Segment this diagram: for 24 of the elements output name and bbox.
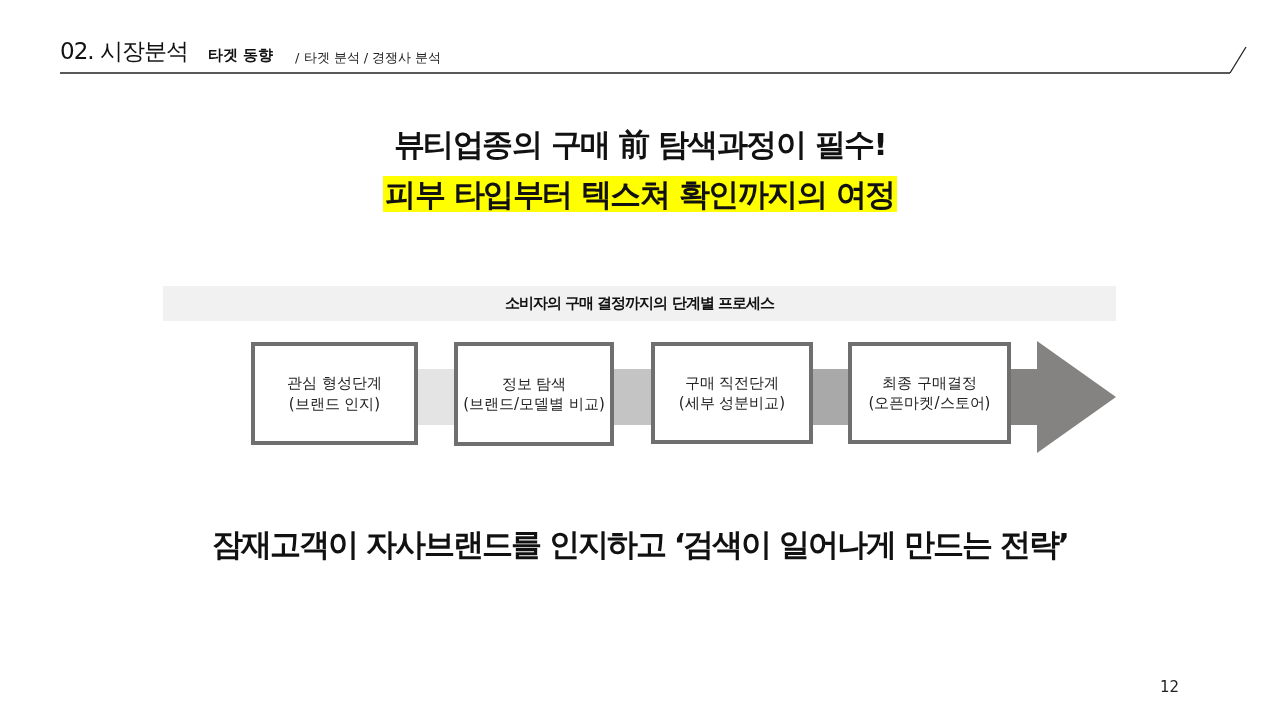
stage-box: [251, 342, 418, 445]
connector-bar: [614, 369, 651, 425]
band-title: 소비자의 구매 결정까지의 단계별 프로세스: [505, 294, 774, 313]
connector-bar: [813, 369, 848, 425]
main-heading: 뷰티업종의 구매 前 탐색과정이 필수!: [392, 125, 888, 164]
stage-name: 관심 형성단계: [287, 373, 382, 394]
section-heading: 02. 시장분석: [60, 37, 188, 66]
stage-detail: (브랜드/모델별 비교): [463, 394, 605, 415]
page-number: 12: [1160, 678, 1180, 696]
stage-box: [848, 342, 1011, 444]
stage-detail: (브랜드 인지): [288, 393, 381, 414]
stage-name: 구매 직전단계: [684, 372, 780, 393]
stage-detail: (세부 성분비교): [678, 393, 786, 414]
stage-name: 정보 탐색: [501, 373, 567, 394]
stage-box: [454, 342, 614, 446]
breadcrumb-text: / 타겟 분석 / 경쟁사 분석: [295, 49, 442, 67]
stage-name: 최종 구매결정: [882, 372, 977, 393]
process-arrow: [1011, 341, 1116, 453]
stage-box: [651, 342, 813, 444]
connector-bar: [418, 369, 454, 425]
stage-detail: (오픈마켓/스토어): [868, 393, 991, 414]
highlighted-subtitle: 피부 타입부터 텍스쳐 확인까지의 여정: [383, 176, 897, 212]
section-subheading: 타겟 동향: [208, 46, 274, 65]
strategy-statement: 잠재고객이 자사브랜드를 인지하고 ‘검색이 일어나게 만드는 전략’: [211, 525, 1069, 564]
